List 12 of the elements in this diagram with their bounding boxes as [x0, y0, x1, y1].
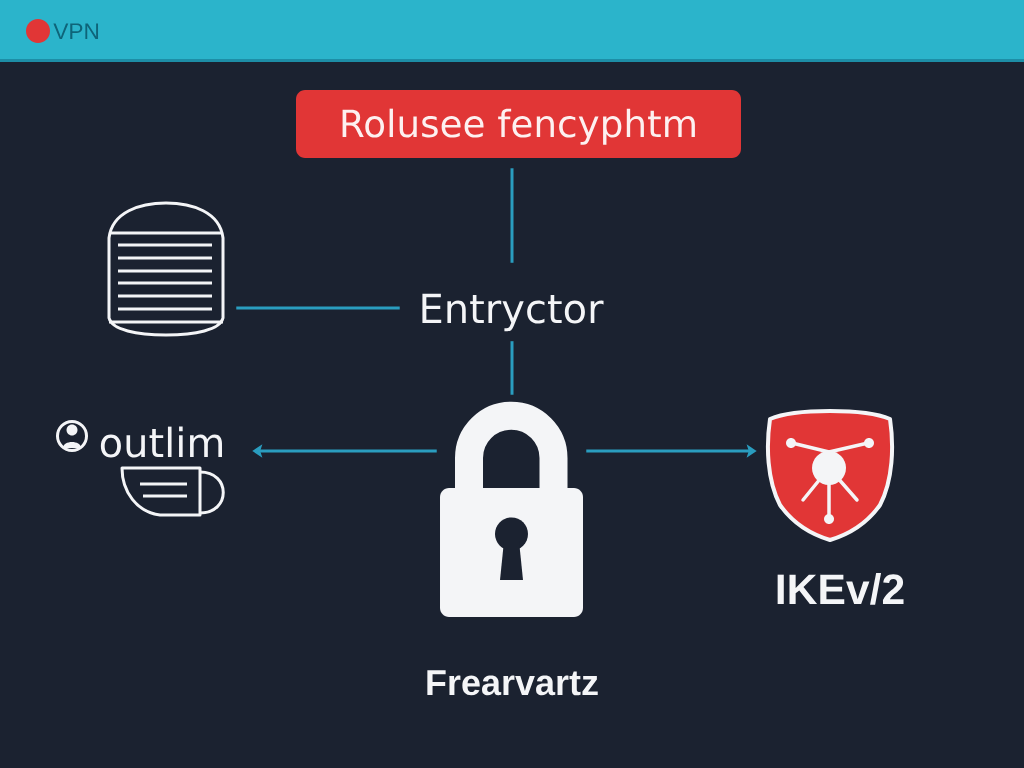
node-caption: Frearvartz: [427, 670, 598, 696]
padlock-icon: [440, 401, 583, 617]
connector-line: [236, 306, 400, 310]
label-box: Rolusee fencyphtm: [296, 90, 741, 158]
node-label: outlim: [100, 426, 222, 458]
server-icon: [107, 201, 225, 337]
node-label: Entryctor: [422, 293, 604, 332]
header-title: VPN: [53, 23, 98, 39]
connector-line: [510, 168, 514, 263]
node-caption: IKEv/2: [777, 573, 904, 605]
shield-icon: [765, 409, 895, 542]
connector-line: [510, 341, 514, 395]
